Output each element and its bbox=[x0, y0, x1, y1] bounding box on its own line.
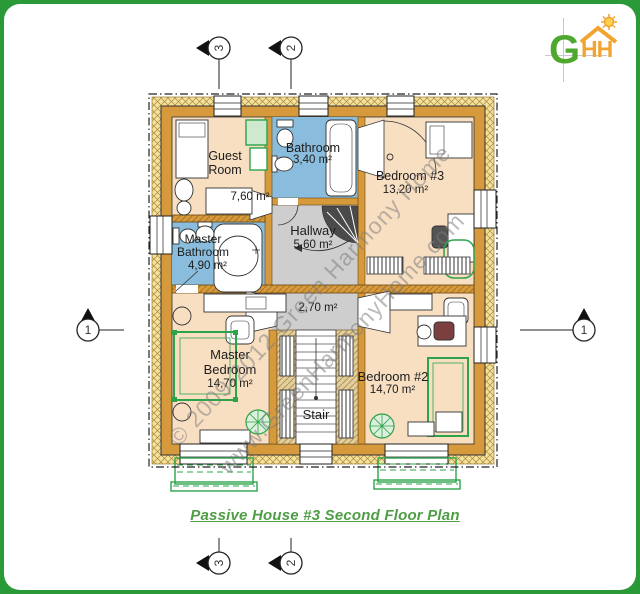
room-area-bedroom2: 14,70 m² bbox=[369, 384, 416, 396]
bathroom-fixtures bbox=[271, 119, 357, 197]
windows bbox=[149, 95, 497, 465]
section-marker-3-bottom: 3 bbox=[212, 559, 226, 566]
room-area-guest: 7,60 m² bbox=[230, 191, 270, 203]
room-label-guest: Guest Room bbox=[208, 149, 242, 177]
green-harmony-home-logo: G HH bbox=[543, 12, 635, 90]
room-label-master-bathroom: Master Bathroom bbox=[176, 232, 230, 260]
plan-title: Passive House #3 Second Floor Plan bbox=[190, 507, 460, 524]
plan-outline bbox=[148, 93, 498, 468]
room-area-master-bedroom: 14,70 m² bbox=[207, 378, 253, 390]
logo-letters-hh: HH bbox=[581, 36, 613, 62]
section-markers: 3 2 1 1 3 2 bbox=[76, 36, 596, 575]
bedroom3-furniture bbox=[366, 121, 475, 279]
room-label-bathroom: Bathroom bbox=[285, 141, 341, 155]
bedroom2-furniture bbox=[389, 293, 469, 437]
logo-crosshair-horizontal bbox=[545, 55, 607, 56]
plants bbox=[245, 409, 395, 439]
room-area-landing: 2,70 m² bbox=[298, 302, 338, 314]
logo-roof-and-sun-icon bbox=[579, 14, 618, 44]
room-label-master-bedroom: Master Bedroom bbox=[203, 347, 257, 377]
room-area-master-bathroom: 4,90 m² bbox=[188, 260, 227, 272]
room-label-bedroom3: Bedroom #3 bbox=[375, 169, 445, 183]
room-label-stair: Stair bbox=[302, 407, 330, 422]
staircase bbox=[276, 329, 359, 445]
section-marker-2-top: 2 bbox=[284, 44, 298, 51]
sun-icon bbox=[601, 14, 617, 30]
roof-icon bbox=[579, 25, 618, 44]
section-marker-1-right: 1 bbox=[581, 323, 588, 337]
room-label-bedroom2: Bedroom #2 bbox=[357, 369, 429, 384]
guest-room-furniture bbox=[174, 119, 268, 216]
logo-letter-g: G bbox=[549, 28, 581, 72]
winder-stair bbox=[294, 205, 359, 252]
section-marker-3-top: 3 bbox=[212, 44, 226, 51]
master-bedroom-furniture bbox=[172, 293, 287, 444]
section-marker-1-left: 1 bbox=[85, 323, 92, 337]
room-area-bathroom: 3,40 m² bbox=[293, 154, 332, 166]
balconies bbox=[170, 457, 461, 492]
master-bathroom-fixtures bbox=[172, 221, 263, 293]
room-label-hallway: Hallway bbox=[290, 223, 336, 238]
room-area-hallway: 5,60 m² bbox=[293, 239, 333, 251]
door-swings bbox=[175, 120, 437, 292]
room-area-bedroom3: 13,20 m² bbox=[382, 184, 429, 196]
logo-crosshair-vertical bbox=[563, 18, 564, 82]
section-marker-2-bottom: 2 bbox=[284, 559, 298, 566]
